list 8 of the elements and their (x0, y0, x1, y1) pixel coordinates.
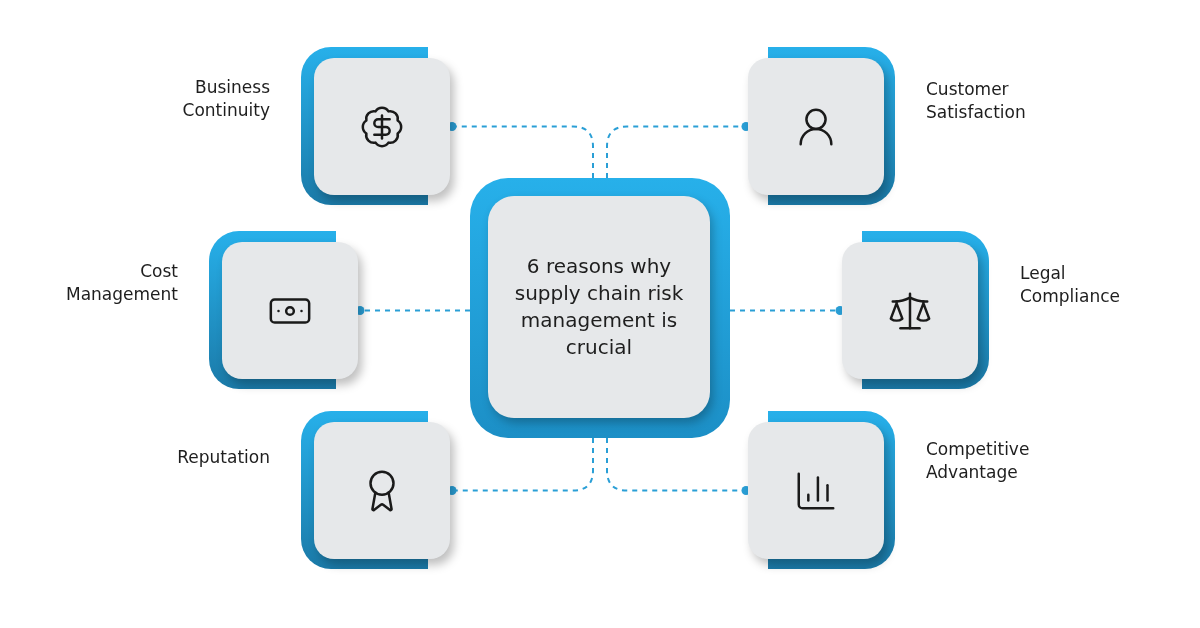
title-text: 6 reasons why supply chain risk management is crucial (513, 253, 685, 361)
reason-label: Customer Satisfaction (926, 78, 1027, 124)
title-frame (470, 178, 730, 438)
reason-label: Reputation (176, 446, 270, 469)
reason-label: Competitive Advantage (926, 438, 1031, 484)
reason-label: Cost Management (65, 260, 178, 306)
reason-label: Business Continuity (181, 76, 270, 122)
reason-label: Legal Compliance (1020, 262, 1122, 308)
